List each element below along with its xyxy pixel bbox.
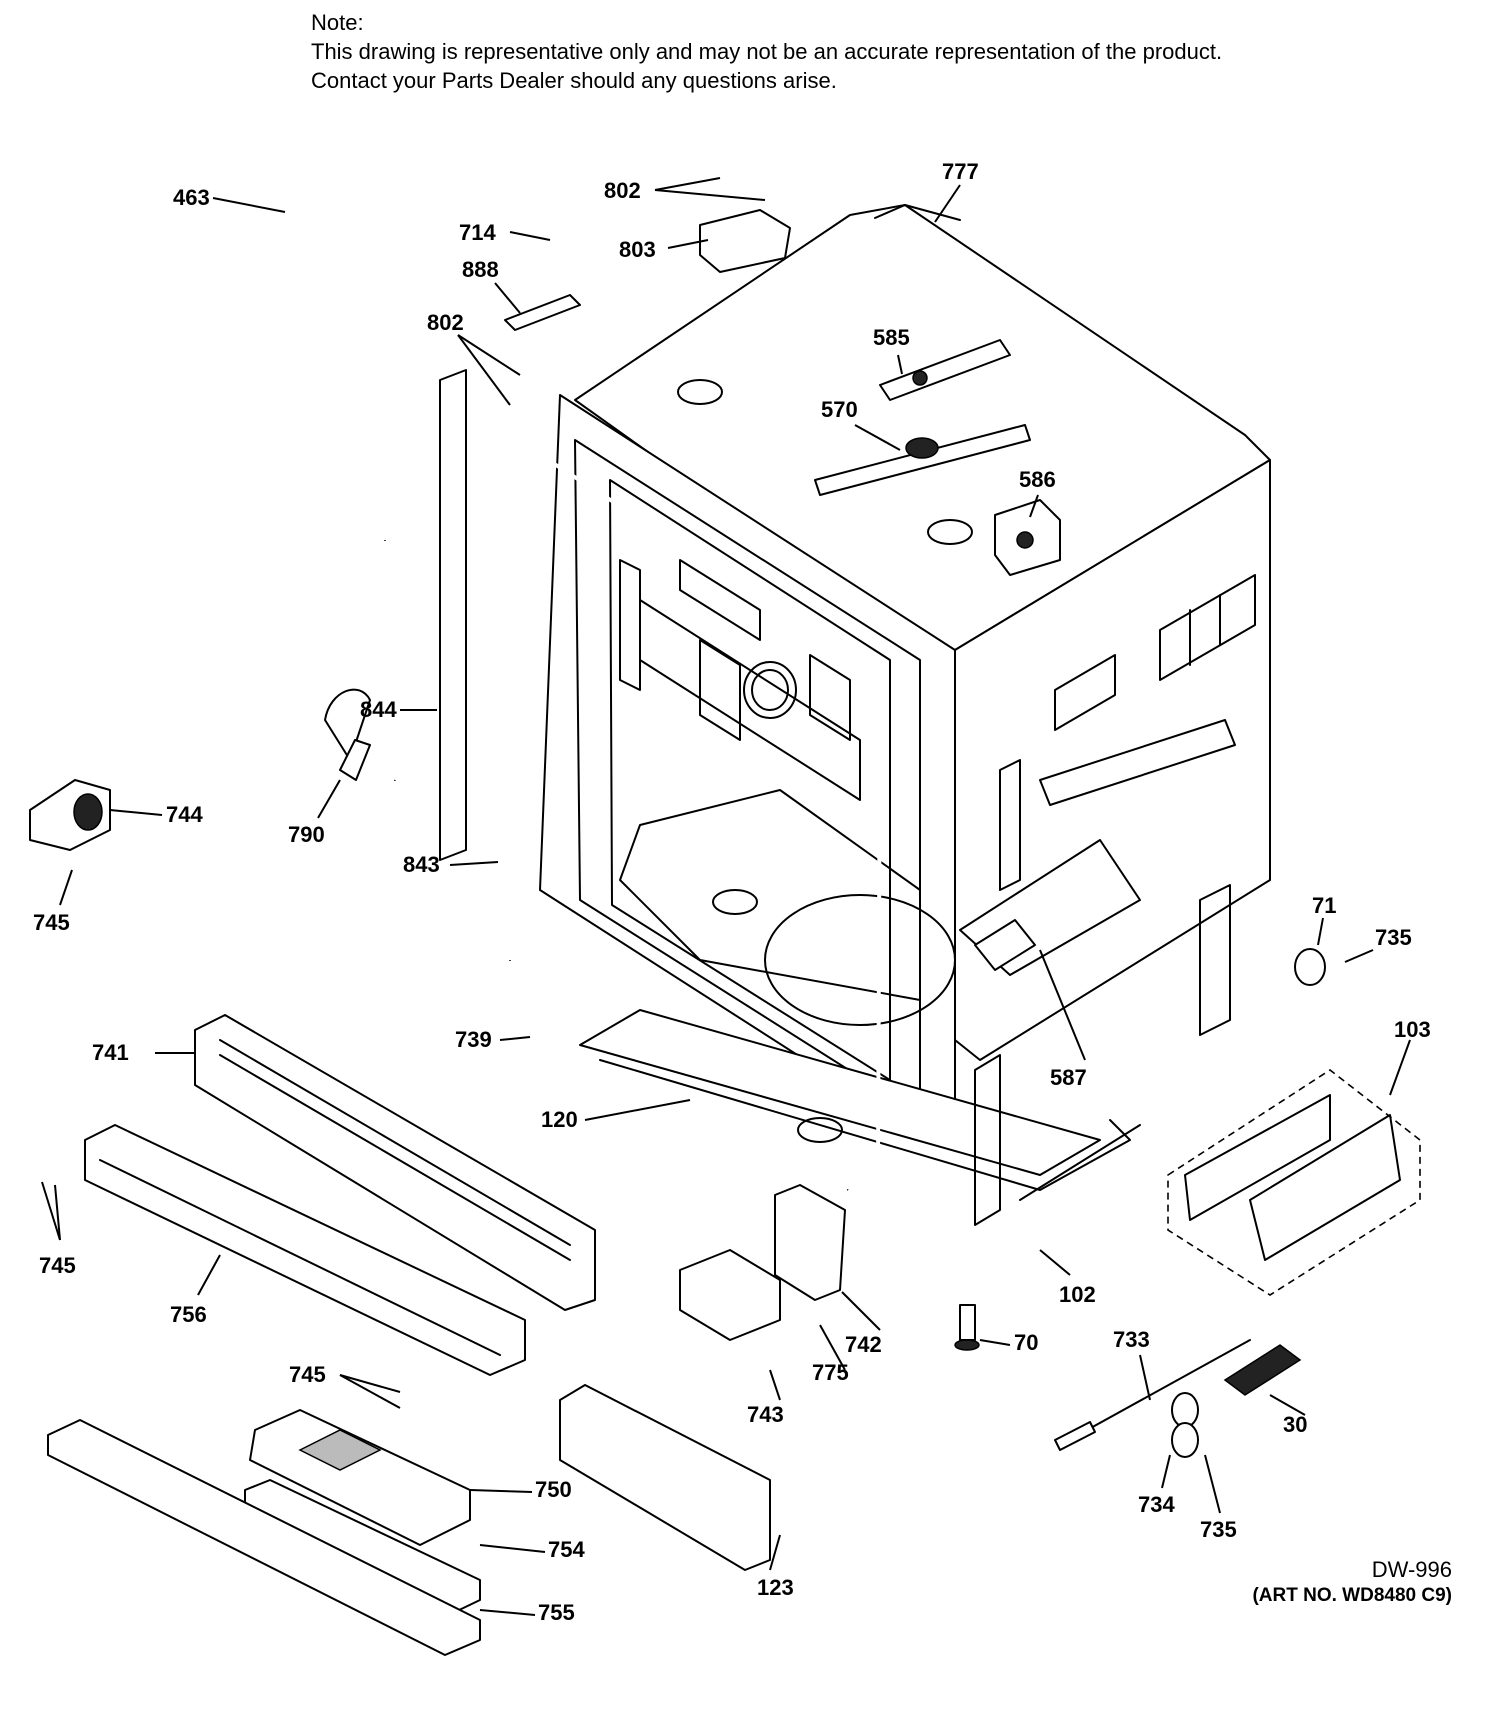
callout-30: 30 — [1283, 1412, 1307, 1437]
callout-744: 744 — [166, 802, 203, 827]
hose-clamp — [339, 739, 371, 781]
callout-120: 120 — [541, 1107, 578, 1132]
callout-743: 743 — [747, 1402, 784, 1427]
callout-102: 102 — [1059, 1282, 1096, 1307]
lower-spray-arm — [814, 424, 1031, 496]
note-line-2: Contact your Parts Dealer should any que… — [311, 68, 837, 93]
callout-741: 741 — [92, 1040, 129, 1065]
callout-463: 463 — [173, 185, 210, 210]
door-gasket — [508, 451, 883, 1197]
callout-775: 775 — [812, 1360, 849, 1385]
callout-777: 777 — [942, 159, 979, 184]
drawing-code: DW-996 — [1371, 1557, 1452, 1582]
callout-70: 70 — [1014, 1330, 1038, 1355]
door-spring — [1223, 1344, 1302, 1396]
callout-802-top: 802 — [604, 178, 641, 203]
detergent-dispenser — [959, 839, 1141, 976]
callout-790: 790 — [288, 822, 325, 847]
callout-843: 843 — [403, 852, 440, 877]
note-heading: Note: — [311, 10, 364, 35]
callout-745-left: 745 — [39, 1253, 76, 1278]
tub-assembly — [539, 204, 1271, 1226]
callout-735-bottom: 735 — [1200, 1517, 1237, 1542]
callout-103: 103 — [1394, 1017, 1431, 1042]
kickplate-strip — [194, 1014, 596, 1311]
callout-754: 754 — [548, 1537, 585, 1562]
side-gasket-strip — [439, 369, 467, 861]
callout-756: 756 — [170, 1302, 207, 1327]
note-line-1: This drawing is representative only and … — [311, 39, 1223, 64]
insulation-blanket — [559, 1384, 771, 1571]
callout-123: 123 — [757, 1575, 794, 1600]
callout-745-valve: 745 — [33, 910, 70, 935]
callout-802-side: 802 — [427, 310, 464, 335]
drain-hose — [298, 164, 411, 782]
toe-kick-bracket-kit — [1167, 1069, 1421, 1296]
latch-bracket — [504, 294, 581, 331]
control-board — [249, 1409, 471, 1546]
callout-888: 888 — [462, 257, 499, 282]
water-inlet-valve — [29, 779, 111, 851]
mounting-plate — [774, 1184, 846, 1301]
callout-844: 844 — [360, 697, 397, 722]
door-latch — [699, 209, 791, 273]
door-spring-cable — [1054, 1339, 1251, 1451]
callout-714: 714 — [459, 220, 496, 245]
callout-586: 586 — [1019, 467, 1056, 492]
callout-739: 739 — [455, 1027, 492, 1052]
callout-leaders — [41, 177, 1411, 1616]
callout-755: 755 — [538, 1600, 575, 1625]
callout-585: 585 — [873, 325, 910, 350]
callout-71: 71 — [1312, 893, 1336, 918]
callout-735-right: 735 — [1375, 925, 1412, 950]
callout-labels: 463 802 777 714 803 888 802 585 570 586 … — [33, 159, 1431, 1625]
diverter-valve — [994, 499, 1061, 576]
callout-750: 750 — [535, 1477, 572, 1502]
callout-745-board: 745 — [289, 1362, 326, 1387]
leveling-foot — [1294, 948, 1326, 986]
spray-arm-manifold — [879, 339, 1011, 401]
callout-734: 734 — [1138, 1492, 1175, 1517]
cable-pulley — [1171, 1392, 1199, 1458]
callout-733: 733 — [1113, 1327, 1150, 1352]
disclaimer-note: Note: This drawing is representative onl… — [311, 8, 1222, 95]
callout-803: 803 — [619, 237, 656, 262]
toe-panel — [84, 1124, 526, 1376]
callout-587: 587 — [1050, 1065, 1087, 1090]
terminal-block — [679, 1249, 781, 1341]
control-panel-cover — [47, 1419, 481, 1656]
callout-570: 570 — [821, 397, 858, 422]
art-number: (ART NO. WD8480 C9) — [1252, 1585, 1452, 1606]
callout-742: 742 — [845, 1332, 882, 1357]
front-leveling-leg — [954, 1304, 980, 1351]
drawing-reference: DW-996 (ART NO. WD8480 C9) — [1252, 1556, 1452, 1608]
